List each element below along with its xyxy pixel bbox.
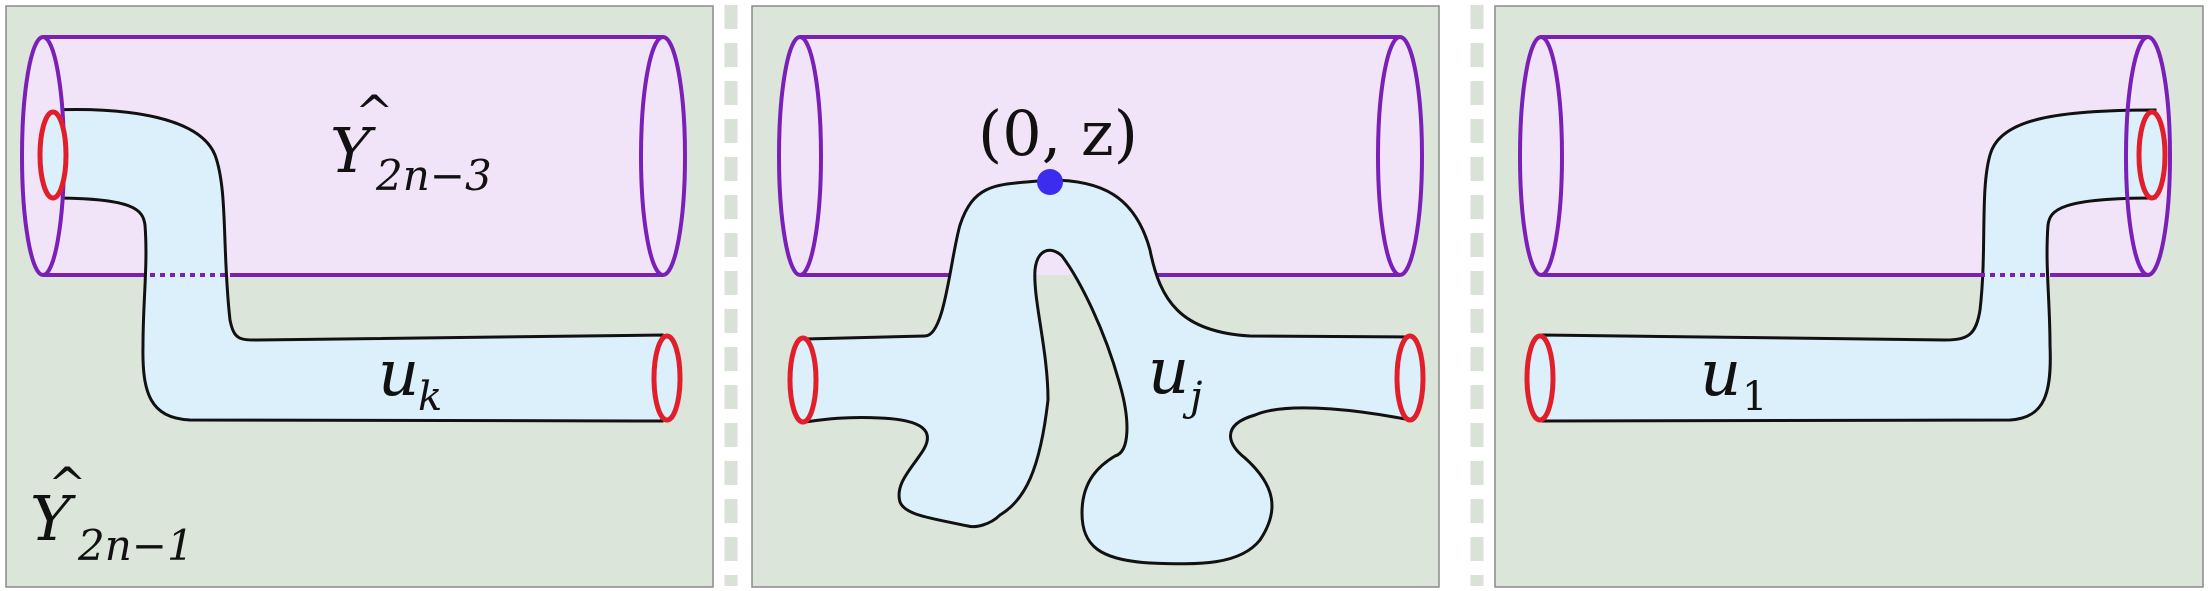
panel-2-point-label: (0, z) <box>978 97 1138 170</box>
panel-1-curve-u-k <box>50 108 664 423</box>
panel-1-cylinder-right-end <box>639 35 687 278</box>
panel-3-curve-label: u <box>1700 337 1741 411</box>
panel-1-ambient-label: Y <box>30 482 76 555</box>
panel-1-cylinder-label-subscript: 2n−3 <box>375 151 492 200</box>
panel-2-cylinder-left-end <box>777 35 823 277</box>
panel-3-curve-end-right <box>2136 109 2168 201</box>
panel-2: (0, z) u j <box>751 5 1440 588</box>
panel-2-cylinder-body <box>800 37 1422 275</box>
panel-1-ambient-label-hat: ^ <box>48 457 87 511</box>
panel-2-curve-u-j <box>803 178 1412 566</box>
panel-1-curve-label-subscript: k <box>418 374 442 420</box>
panel-3-cylinder-left-end <box>1518 35 1564 277</box>
panel-3-cylinder-right-end <box>2124 35 2172 278</box>
panel-1-cylinder-label-hat: ^ <box>355 85 394 139</box>
panel-2-curve-end-right <box>1394 333 1426 423</box>
panel-2-curve-end-left <box>787 335 819 425</box>
panel-1-curve-label: u <box>378 337 419 411</box>
panel-2-curve-label: u <box>1148 335 1189 409</box>
panel-2-cylinder-right-end <box>1376 35 1424 278</box>
panel-1-cylinder-label: Y <box>330 114 376 187</box>
panel-1-ambient-label-subscript: 2n−1 <box>77 521 194 570</box>
panel-3: u 1 <box>1494 5 2204 588</box>
panel-1: ^ Y 2n−3 u k ^ Y 2n−1 <box>5 5 714 588</box>
panel-2-point-marker <box>1037 169 1063 195</box>
panel-3-curve-end-left <box>1524 333 1556 423</box>
panel-1-curve-end-left <box>37 109 69 201</box>
panel-3-curve-label-subscript: 1 <box>1742 374 1767 420</box>
panel-1-curve-end-right <box>651 333 683 423</box>
